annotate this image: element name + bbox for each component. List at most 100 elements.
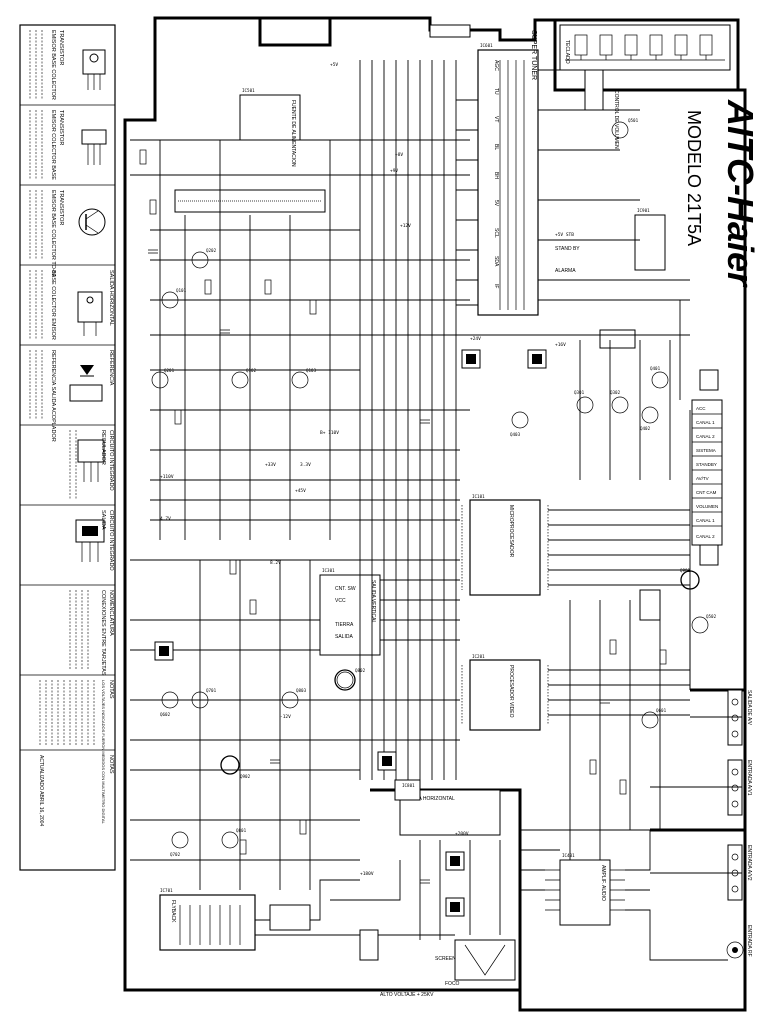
ref-ic1: IC101	[472, 494, 485, 499]
av-row-7: CNT CAM	[696, 490, 717, 495]
ref-ic3: IC301	[322, 568, 335, 573]
power-devices	[154, 349, 700, 917]
v-label-3: +9V	[390, 168, 398, 174]
v-label-14: +5V STB	[555, 232, 574, 238]
legend-title-1: TRANSISTOR	[58, 30, 64, 65]
legend-desc-5: REFERENCIA SALIDA ACOPLADOR	[50, 350, 56, 442]
keyboard-panel: TECLADO	[559, 24, 731, 71]
hor-output-icon	[77, 291, 103, 336]
ref-q20: Q901	[680, 568, 691, 573]
tuner-pin-4: BL	[493, 144, 499, 150]
transistor-symbol-icon	[78, 208, 106, 236]
v-label-11: +16V	[555, 342, 566, 348]
legend-desc-7: SALIDA	[100, 510, 106, 530]
passives	[139, 149, 667, 884]
v-label-9: -12V	[280, 714, 291, 720]
ref-q13: Q601	[656, 708, 667, 713]
focus-label: FOCO	[445, 981, 460, 987]
audio-amp-ic: AMPLIF. AUDIO	[545, 859, 625, 926]
vert-pin-vcc: VCC	[335, 598, 346, 604]
v-label-10: +24V	[470, 336, 481, 342]
v-label-5: +33V	[265, 462, 276, 468]
v-label-17: 8.2V	[270, 560, 281, 566]
ref-q12: Q502	[706, 614, 717, 619]
ref-q4: Q201	[164, 368, 175, 373]
hv-label: ALTO VOLTAJE + 25KV	[380, 992, 434, 998]
rf-input-label: ENTRADA RF	[746, 925, 752, 957]
tuner-pin-8: SDA	[493, 256, 499, 267]
v-label-12: +180V	[360, 871, 374, 877]
vert-pin-cnt: CNT. SW	[335, 586, 356, 592]
connector-blocks	[269, 24, 719, 961]
ref-q21: Q902	[240, 774, 251, 779]
ref-q1: Q101	[176, 288, 187, 293]
legend-title-2: TRANSISTOR	[58, 110, 64, 145]
tuner-pin-2: TU	[493, 88, 499, 95]
vertical-output-ic: SALIDA VERTICAL CNT. SW VCC TIERRA SALID…	[319, 574, 381, 656]
legend-desc-3: EMISOR BASE COLECTOR TO-92	[50, 190, 56, 277]
legend-panel: TRANSISTOR EMISOR BASE COLECTOR TRANSIST…	[19, 24, 116, 871]
ref-ic8: IC801	[402, 783, 415, 788]
legend-desc-8: CONEXIONES ENTRE TARJETAS	[100, 590, 106, 676]
transistors	[151, 121, 709, 849]
ref-ic6: IC601	[480, 43, 493, 48]
ref-q17: Q801	[236, 828, 247, 833]
ref-q2: Q102	[246, 368, 257, 373]
optocoupler-icon	[69, 365, 103, 402]
video-processor-ic: PROCESADOR VIDEO	[461, 659, 549, 731]
tuner-pin-3: VT	[493, 116, 499, 122]
ref-ic5: IC501	[242, 88, 255, 93]
transistor-flat-icon	[81, 129, 107, 165]
v-label-4: +12V	[400, 223, 411, 229]
legend-desc-1: EMISOR BASE COLECTOR	[50, 30, 56, 100]
av-in1-connector: ENTRADA A/V1	[727, 759, 752, 816]
vert-ic-label: SALIDA VERTICAL	[370, 580, 376, 623]
stand-by-label: STAND BY	[555, 246, 580, 252]
v-label-15: 3.3V	[300, 462, 311, 468]
av-row-10: CANAL 2	[696, 534, 715, 539]
tuner-pin-7: SCL	[493, 228, 499, 238]
crt-socket: ALTO VOLTAJE + 25KV FOCO SCREEN	[380, 939, 516, 998]
av-in2-label: ENTRADA A/V2	[746, 845, 752, 881]
ref-q18: Q802	[355, 668, 366, 673]
ref-q16: Q702	[170, 852, 181, 857]
tuner-pin-5: BH	[493, 172, 499, 179]
legend-title-6: CIRCUITO INTEGRADO	[108, 430, 114, 491]
ref-ic9: IC901	[637, 208, 650, 213]
legend-title-9: NOTAS	[108, 680, 114, 699]
audio-ic-label: AMPLIF. AUDIO	[600, 865, 606, 901]
wiring	[130, 60, 742, 961]
v-label-6: +45V	[295, 488, 306, 494]
av-out-label: SALIDA DE A/V	[746, 690, 752, 726]
brand-logo: AITC-Haier	[720, 99, 761, 288]
av-row-8: VOLUMEN	[696, 504, 718, 509]
ref-q14: Q602	[160, 712, 171, 717]
av-row-3: CANAL 2	[696, 434, 715, 439]
av-row-5: STANDBY	[696, 462, 717, 467]
keyboard-label: TECLADO	[564, 40, 570, 64]
screen-label: SCREEN	[435, 956, 456, 962]
legend-desc-2: EMISOR COLECTOR BASE	[50, 110, 56, 180]
av-row-9: CANAL 1	[696, 518, 715, 523]
legend-title-7: CIRCUITO INTEGRADO	[108, 510, 114, 571]
v-label-13: +200V	[455, 831, 469, 837]
legend-title-5: REFERENCIA	[108, 350, 114, 386]
ref-q3: Q103	[306, 368, 317, 373]
v-label-16: 4.7V	[160, 516, 171, 522]
ref-q9: Q402	[640, 426, 651, 431]
ref-q15: Q701	[206, 688, 217, 693]
legend-desc-6: REGULADOR	[100, 430, 106, 465]
flyback-label: FLYBACK	[170, 900, 176, 923]
av-in2-connector: ENTRADA A/V2	[727, 844, 752, 901]
av-connector-table: ACC CANAL 1 CANAL 2 SISTEMA STANDBY AV/T…	[691, 399, 723, 546]
av-row-1: ACC	[696, 406, 706, 411]
legend-title-3: TRANSISTOR	[58, 190, 64, 225]
av-out-connector: SALIDA DE A/V	[727, 689, 752, 746]
control-block: CONTROL DE VOLUMEN STAND BY ALARMA	[555, 90, 666, 349]
tuner-pin-6: 5V	[493, 200, 499, 207]
voltage-labels: +5V +8V +9V +12V +33V +45V +110V B+ 110V…	[160, 62, 574, 877]
video-ic-label: PROCESADOR VIDEO	[508, 665, 514, 718]
av-row-4: SISTEMA	[696, 448, 716, 453]
v-label-1: +5V	[330, 62, 338, 68]
